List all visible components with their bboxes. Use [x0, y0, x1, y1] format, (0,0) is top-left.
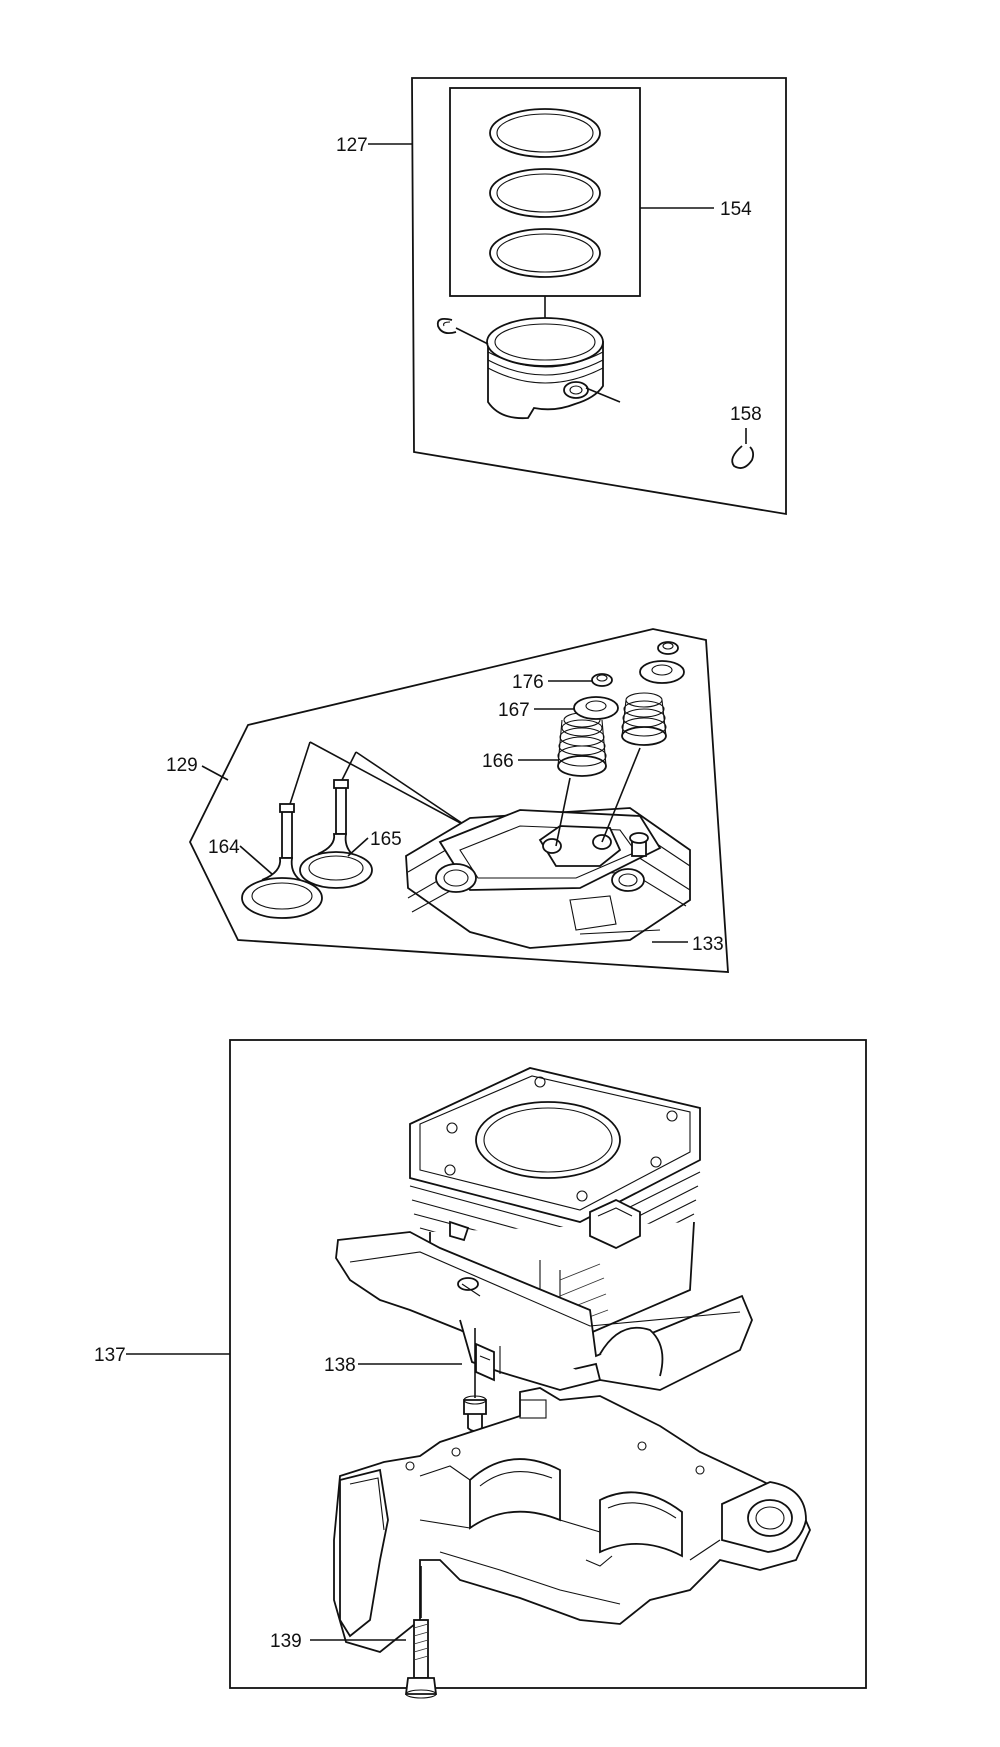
valve-cotter-right [657, 641, 679, 655]
valve-cotter-176 [591, 673, 613, 687]
left-circlip [436, 317, 457, 335]
cylinder-head-group: 129 176 167 166 164 165 133 [166, 628, 729, 973]
callout-158: 158 [730, 404, 762, 425]
valve-165 [299, 779, 373, 889]
crankcase-lower [333, 1387, 811, 1653]
plug-138 [463, 1395, 487, 1432]
cylinder-block-group: 137 138 139 [94, 1039, 867, 1699]
callout-127: 127 [336, 135, 368, 156]
piston-ring-set [489, 108, 601, 278]
valve-spring-right [621, 692, 667, 746]
spring-retainer-167 [573, 696, 619, 720]
callout-154: 154 [720, 199, 752, 220]
callout-176: 176 [512, 672, 544, 693]
callout-137: 137 [94, 1345, 126, 1366]
piston [486, 317, 604, 420]
callout-133: 133 [692, 934, 724, 955]
callout-164: 164 [208, 837, 240, 858]
cylinder-block [335, 1067, 753, 1391]
valve-164 [241, 803, 323, 919]
callout-166: 166 [482, 751, 514, 772]
spring-retainer-right [639, 660, 685, 684]
circlip-158 [731, 445, 755, 469]
callout-138: 138 [324, 1355, 356, 1376]
callout-165: 165 [370, 829, 402, 850]
valve-spring-166 [557, 712, 607, 777]
bolt-139 [404, 1619, 438, 1699]
callout-167: 167 [498, 700, 530, 721]
piston-assembly-group: 127 154 158 [336, 77, 787, 516]
callout-129: 129 [166, 755, 198, 776]
callout-139: 139 [270, 1631, 302, 1652]
